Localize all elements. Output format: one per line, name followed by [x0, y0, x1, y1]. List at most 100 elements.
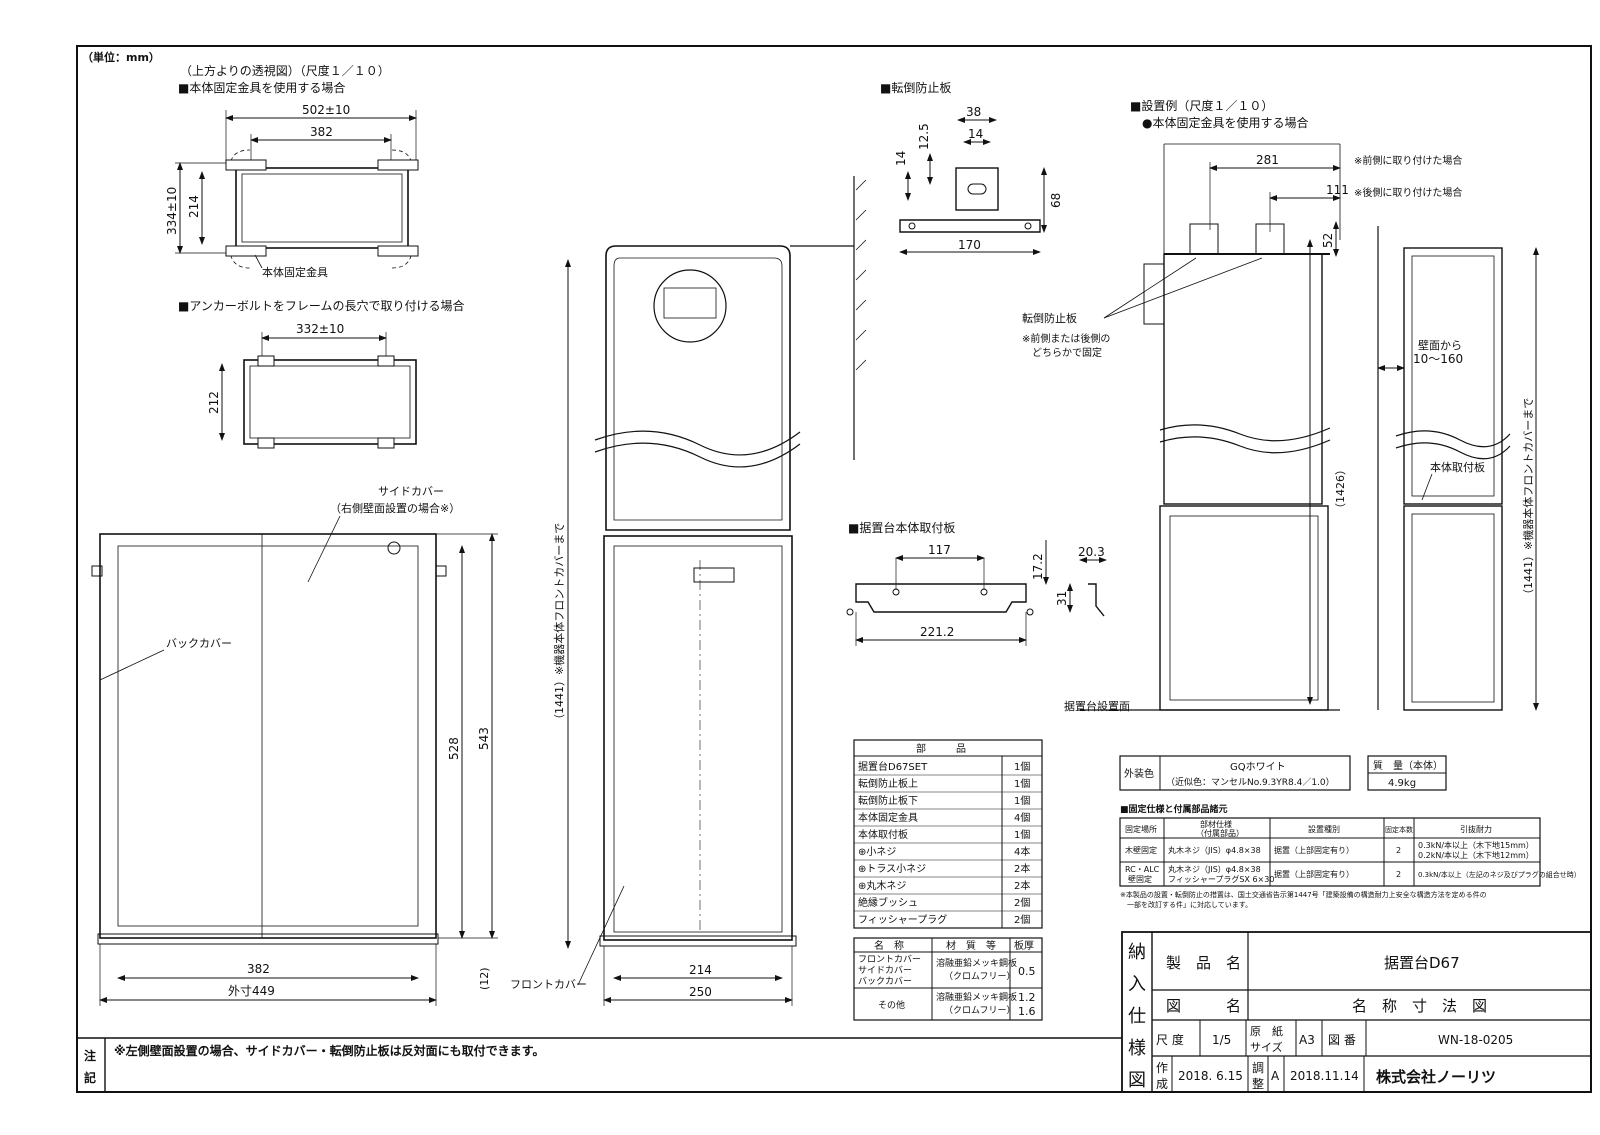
- fixing-r1-spec: 丸木ネジ（JIS）φ4.8×38: [1168, 845, 1261, 855]
- hole: [1024, 222, 1032, 230]
- fixing-r2-type: 据置（上部固定有り）: [1274, 869, 1354, 879]
- mount-plate-title: ■据置台本体取付板: [848, 520, 955, 535]
- dim-502: 502±10: [302, 103, 350, 117]
- dim-221: 221.2: [920, 625, 954, 639]
- stand-side: [1159, 505, 1329, 711]
- dim-250: 250: [689, 985, 712, 999]
- dim-111: 111: [1326, 183, 1349, 197]
- sheet-border: [76, 45, 1592, 1093]
- hole: [980, 588, 988, 596]
- dim-68: 68: [1049, 193, 1063, 208]
- parts-row-name: ⊕トラス小ネジ: [858, 863, 926, 875]
- materials-h-thick: 板厚: [1014, 939, 1034, 952]
- parts-row-name: 絶縁ブッシュ: [858, 896, 918, 909]
- tb-drawing-label: 図 名: [1166, 997, 1241, 1015]
- unit-label: （単位：mm）: [82, 50, 160, 64]
- tb-number-label: 図 番: [1328, 1033, 1356, 1047]
- dim-1426: （1426）: [1334, 464, 1347, 514]
- swing-arc: [229, 149, 413, 269]
- leader-line: [307, 515, 341, 583]
- dim-214-top: 214: [187, 195, 201, 218]
- dim-14a: 14: [968, 127, 983, 141]
- parts-row-qty: 4本: [1014, 845, 1030, 858]
- fixing-r1-strength: 0.3kN/本以上（木下地15mm）: [1418, 840, 1534, 850]
- mount-plate: [855, 583, 1027, 613]
- fixing-r2-strength: 0.3kN/本以上（左記のネジ及びプラグの組合せ時）: [1418, 870, 1581, 879]
- dim-12: (12): [478, 967, 491, 990]
- tb-paper-label: 原 紙: [1250, 1024, 1283, 1038]
- parts-row-qty: 1個: [1014, 777, 1030, 790]
- label-side-cover: サイドカバー: [378, 485, 444, 498]
- fixing-r1-strength: 0.2kN/本以上（木下地12mm）: [1418, 850, 1534, 860]
- floor-label: 据置台設置面: [1064, 699, 1130, 713]
- break-line: [594, 430, 801, 456]
- parts-row-qty: 2本: [1014, 862, 1030, 875]
- break-line: [1159, 436, 1331, 454]
- frame-outline-2: [243, 359, 417, 445]
- tb-rev-mark: A: [1271, 1069, 1280, 1083]
- fixing-frame: [1119, 817, 1541, 887]
- break-line: [1159, 424, 1331, 442]
- parts-row-qty: 4個: [1014, 811, 1030, 824]
- parts-row-qty: 1個: [1014, 760, 1030, 773]
- mount-plate-detail: ■据置台本体取付板 117 17.2 20.3 31 221.2: [846, 520, 1107, 646]
- top-view: （上方よりの透視図）（尺度１／１０） ■本体固定金具を使用する場合 502±10…: [165, 63, 465, 449]
- dim-17-2: 17.2: [1031, 553, 1045, 580]
- tb-made-label: 作: [1156, 1061, 1168, 1075]
- body-plate-label: 本体取付板: [1430, 460, 1485, 474]
- leader-line: [1103, 257, 1197, 319]
- tb-number: WN-18-0205: [1438, 1033, 1513, 1047]
- tb-drawing: 名 称 寸 法 図: [1352, 997, 1487, 1015]
- title-block-frame: [1121, 931, 1592, 1093]
- break-line: [1395, 430, 1511, 448]
- fixing-note: 一部を改訂する件」に対応しています。: [1120, 900, 1252, 909]
- unit-inner: [613, 257, 783, 521]
- hole: [1026, 608, 1034, 616]
- finish-approx: （近似色：マンセルNo.9.3YR8.4／1.0）: [1166, 776, 1335, 788]
- stand-front-elev: [1403, 505, 1503, 711]
- tb-vertical: 図: [1128, 1070, 1146, 1091]
- dim-281: 281: [1256, 153, 1279, 167]
- tb-rev-label: 調: [1252, 1061, 1264, 1075]
- tb-rev-label: 整: [1252, 1076, 1264, 1091]
- vent-circle: [653, 269, 727, 343]
- leader-line: [1421, 473, 1433, 501]
- fixing-h2b: （付属部品）: [1196, 828, 1244, 838]
- side-frame: [99, 533, 437, 939]
- mass-value: 4.9kg: [1388, 778, 1416, 789]
- bracket: [377, 159, 419, 171]
- tb-vertical: 納: [1128, 942, 1146, 963]
- bracket-front: [1189, 223, 1219, 255]
- notes-text: ※左側壁面設置の場合、サイドカバー・転倒防止板は反対面にも取付できます。: [114, 1043, 544, 1058]
- anti-tip-note1: ※前側または後側の: [1022, 332, 1110, 345]
- tb-company: 株式会社ノーリツ: [1376, 1068, 1496, 1086]
- hole: [846, 608, 854, 616]
- materials-r1-thick: 0.5: [1018, 965, 1036, 978]
- label-front-cover: フロントカバー: [510, 978, 587, 991]
- side-view: サイドカバー （右側壁面設置の場合※） バックカバー 528 543 (12) …: [91, 485, 498, 1006]
- dim-528: 528: [447, 737, 461, 760]
- dim-382-top: 382: [310, 125, 333, 139]
- parts-row-qty: 2本: [1014, 879, 1030, 892]
- finish-label: 外装色: [1124, 767, 1154, 780]
- wall-range: 10〜160: [1413, 352, 1463, 366]
- top-view-case1: ■本体固定金具を使用する場合: [178, 80, 345, 95]
- slot: [377, 355, 395, 367]
- slot: [377, 437, 395, 449]
- bracket: [225, 159, 267, 171]
- materials-r1-name: フロントカバー: [858, 954, 921, 965]
- fixing-r1-count: 2: [1396, 846, 1401, 855]
- stand-front: [603, 535, 793, 941]
- parts-row-name: 本体固定金具: [858, 811, 918, 824]
- install-title: ■設置例（尺度１／１０）: [1130, 98, 1273, 113]
- tb-scale-label: 尺 度: [1156, 1032, 1184, 1047]
- fixing-r2-spec: 丸木ネジ（JIS）φ4.8×38: [1168, 864, 1261, 874]
- dim-212: 212: [207, 391, 221, 414]
- parts-row-qty: 2個: [1014, 913, 1030, 926]
- frame-outline: [235, 167, 409, 249]
- break-line: [1395, 442, 1511, 460]
- frame-inner: [241, 173, 403, 243]
- leader-line: [577, 885, 625, 986]
- dim-543: 543: [477, 727, 491, 750]
- tb-paper-label: サイズ: [1250, 1040, 1283, 1054]
